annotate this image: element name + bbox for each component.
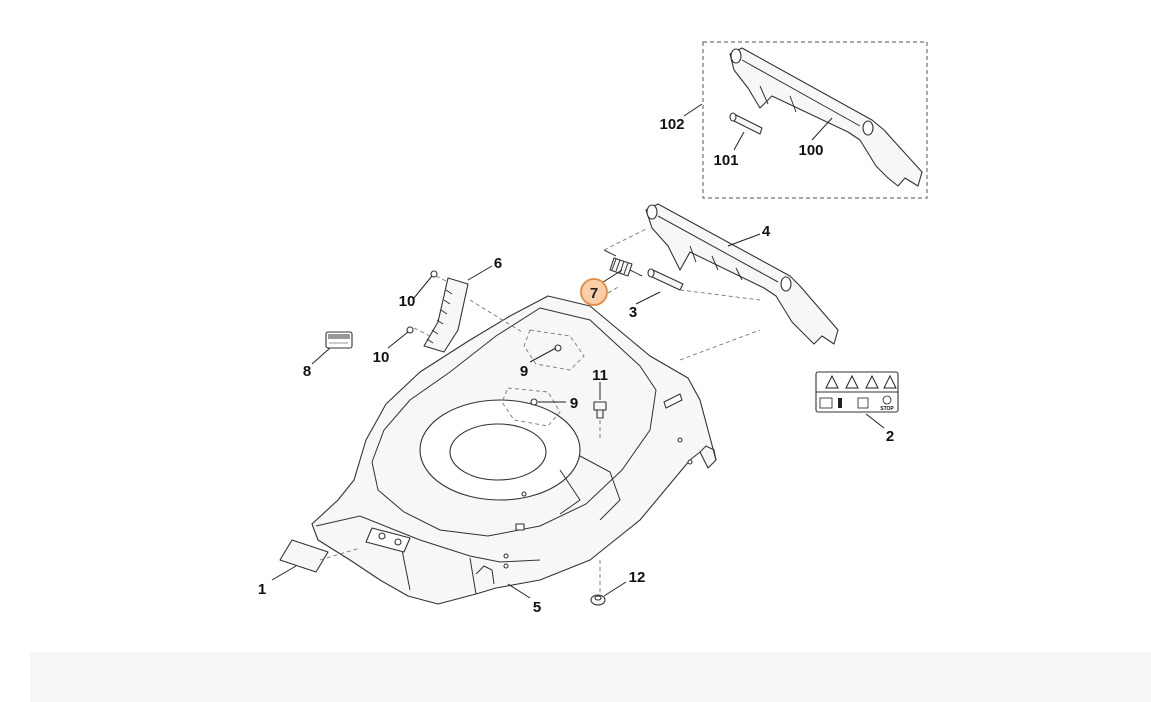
part-7-spring[interactable]: [603, 249, 643, 277]
part-9-screw-lower[interactable]: [530, 398, 538, 406]
callout-102[interactable]: 102: [659, 116, 684, 133]
part-10-bolt-lower[interactable]: [406, 326, 414, 334]
kit-dashed-box: [702, 41, 928, 199]
callout-11[interactable]: 11: [592, 367, 608, 384]
part-10-bolt-upper[interactable]: [430, 270, 438, 278]
callout-9-upper[interactable]: 9: [520, 363, 528, 380]
part-4-rear-handle-bar[interactable]: [645, 203, 839, 345]
warning-label-stop-text: STOP: [880, 406, 894, 412]
callout-9-lower[interactable]: 9: [570, 395, 578, 412]
callout-10-lower[interactable]: 10: [373, 349, 390, 366]
part-12-nut[interactable]: [590, 594, 606, 606]
callout-3[interactable]: 3: [629, 304, 637, 321]
callout-1[interactable]: 1: [258, 581, 266, 598]
part-8-info-label[interactable]: [325, 331, 353, 349]
part-2-warning-label[interactable]: STOP: [815, 371, 899, 413]
leader-lines: [271, 103, 885, 599]
callout-2[interactable]: 2: [886, 428, 894, 445]
part-101-pin[interactable]: [729, 112, 763, 135]
callout-10-upper[interactable]: 10: [399, 293, 416, 310]
highlight-circle-7: [580, 278, 608, 306]
part-1-sticker[interactable]: [279, 539, 329, 573]
callout-8[interactable]: 8: [303, 363, 311, 380]
callout-5[interactable]: 5: [533, 599, 541, 616]
part-3-pin[interactable]: [647, 268, 684, 291]
callout-6[interactable]: 6: [494, 255, 502, 272]
footer-band: [30, 652, 1151, 702]
callout-4[interactable]: 4: [762, 223, 771, 240]
part-11-screw[interactable]: [593, 401, 607, 419]
callout-12[interactable]: 12: [629, 569, 646, 586]
callout-101[interactable]: 101: [713, 152, 738, 169]
part-5-mower-deck[interactable]: [311, 295, 717, 605]
callout-7[interactable]: 7: [590, 285, 598, 302]
callout-100[interactable]: 100: [798, 142, 823, 159]
part-100-handle-bar[interactable]: [729, 47, 923, 187]
part-6-height-adjuster[interactable]: [423, 277, 469, 353]
